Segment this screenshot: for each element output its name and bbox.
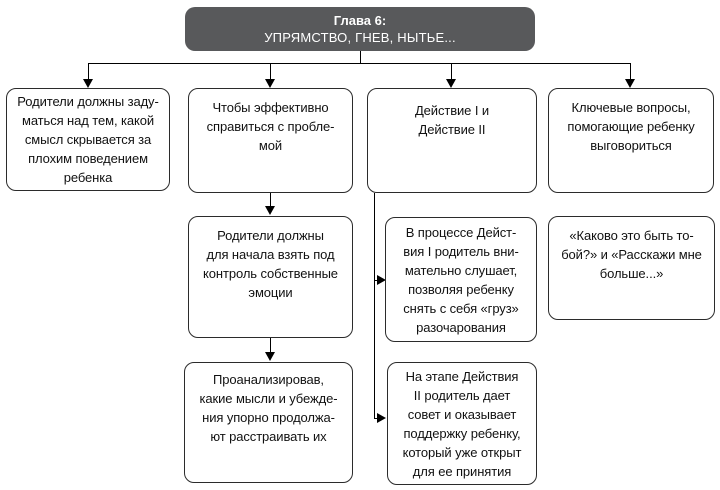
box-actions-1-2: Действие I и Действие II: [367, 88, 537, 193]
arrowhead-down-control: [265, 206, 275, 215]
text-line: бой?» и «Расскажи мне: [561, 247, 702, 262]
text-line: разочарования: [416, 319, 506, 335]
box-parents-reflect: Родители должны заду- маться над тем, ка…: [6, 88, 170, 191]
box-action1-listen: В процессе Дейст- вия I родитель вни- ма…: [385, 217, 537, 342]
text-line: ния упорно продолжа-: [202, 410, 335, 425]
text-line: ребенка: [63, 170, 113, 185]
text-line: В процессе Дейст-: [405, 224, 517, 240]
connector-drop-col2: [270, 63, 271, 80]
connector-distributor-line: [88, 63, 631, 64]
text-line: вия I родитель вни-: [403, 243, 519, 259]
text-line: Действие I и: [414, 103, 490, 118]
box-analyze-thoughts: Проанализировав, какие мысли и убежде- н…: [184, 362, 353, 483]
text-line: мой: [258, 138, 283, 153]
text-line: для начала взять под: [206, 247, 335, 262]
connector-branch-action1: [374, 280, 378, 281]
text-line: какие мысли и убежде-: [199, 391, 338, 406]
text-line: больше...»: [599, 266, 664, 281]
text-line: «Каково это быть то-: [569, 228, 694, 243]
text-line: позволяя ребенку: [408, 281, 514, 297]
chapter-header-title: Глава 6:: [333, 13, 387, 28]
box-action2-support: На этапе Действия II родитель дает совет…: [387, 362, 537, 485]
text-line: Чтобы эффективно: [212, 100, 329, 115]
text-line: поддержку ребенку,: [403, 425, 521, 441]
text-line: Проанализировав,: [213, 372, 324, 387]
box-key-questions: Ключевые вопросы, помогающие ребенку выг…: [548, 88, 714, 193]
text-line: контроль собственные: [203, 266, 338, 281]
text-line: совет и оказывает: [407, 406, 517, 422]
text-line: маться над тем, какой: [22, 113, 154, 128]
text-line: снять с себя «груз»: [403, 300, 519, 316]
text-line: помогающие ребенку: [567, 119, 695, 134]
connector-drop-col3: [451, 63, 452, 80]
arrowhead-down-col4: [625, 79, 635, 88]
text-line: II родитель дает: [413, 387, 511, 403]
text-line: Ключевые вопросы,: [571, 100, 691, 115]
text-line: плохим поведением: [28, 151, 148, 166]
text-line: Родители должны: [217, 228, 324, 243]
text-line: справиться с пробле-: [206, 119, 335, 134]
connector-drop-col4: [630, 63, 631, 80]
box-sample-questions: «Каково это быть то- бой?» и «Расскажи м…: [548, 216, 715, 320]
text-line: ют расстраивать их: [210, 429, 327, 444]
chapter-header-subtitle: УПРЯМСТВО, ГНЕВ, НЫТЬЕ...: [264, 30, 456, 45]
connector-cope-to-control: [270, 193, 271, 207]
connector-actions-spine: [374, 193, 375, 419]
arrowhead-down-col2: [265, 79, 275, 88]
text-line: мательно слушает,: [404, 262, 518, 278]
text-line: для ее принятия: [412, 463, 512, 479]
arrowhead-down-col1: [83, 79, 93, 88]
text-line: На этапе Действия: [405, 368, 519, 384]
text-line: смысл скрывается за: [24, 132, 152, 147]
text-line: Действие II: [418, 122, 486, 137]
text-line: который уже открыт: [402, 444, 522, 460]
connector-branch-action2: [374, 418, 378, 419]
arrowhead-down-col3: [446, 79, 456, 88]
arrowhead-right-action1: [377, 275, 386, 285]
text-line: Родители должны заду-: [17, 94, 159, 109]
text-line: эмоции: [248, 285, 293, 300]
connector-header-stem: [360, 51, 361, 64]
chapter-header-box: Глава 6: УПРЯМСТВО, ГНЕВ, НЫТЬЕ...: [185, 7, 535, 51]
arrowhead-down-analyze: [265, 352, 275, 361]
connector-drop-col1: [88, 63, 89, 80]
arrowhead-right-action2: [377, 413, 386, 423]
box-control-emotions: Родители должны для начала взять под кон…: [188, 216, 353, 338]
connector-control-to-analyze: [270, 338, 271, 353]
text-line: выговориться: [590, 138, 672, 153]
box-cope-effectively: Чтобы эффективно справиться с пробле- мо…: [188, 88, 353, 193]
